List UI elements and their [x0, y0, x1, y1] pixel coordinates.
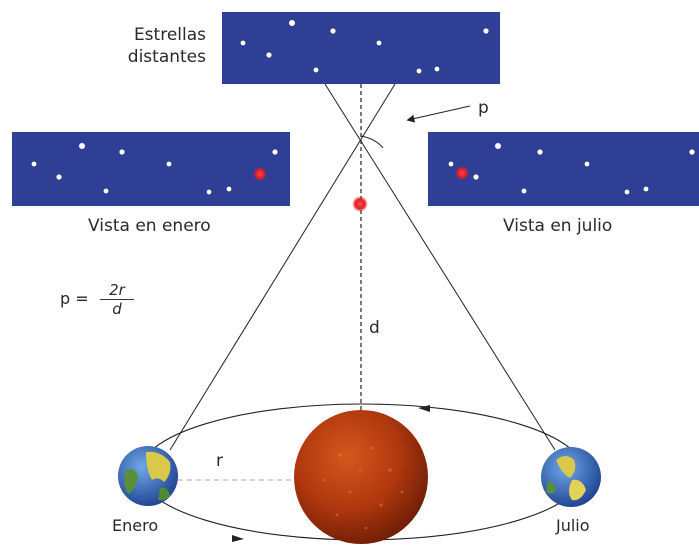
near-star-january-icon	[253, 167, 267, 181]
earth-july-icon	[541, 447, 601, 507]
earth-january-icon	[118, 446, 178, 506]
distant-stars-label: Estrellas distantes	[127, 25, 206, 67]
parallax-pointer	[406, 105, 471, 123]
orbit-arrow-bottom	[232, 535, 244, 542]
july-stars	[448, 143, 695, 195]
january-view-label: Vista en enero	[88, 216, 211, 236]
formula-denominator: d	[112, 300, 122, 318]
distant-stars	[240, 20, 489, 74]
sun-icon	[294, 410, 428, 544]
formula-numerator: 2r	[100, 281, 134, 300]
january-label: Enero	[112, 516, 159, 535]
distance-label: d	[369, 318, 380, 338]
formula-lhs: p =	[60, 289, 89, 308]
distant-stars-panel	[222, 12, 500, 84]
orbit-arrow-top	[418, 405, 430, 412]
sight-line-january	[169, 83, 396, 451]
july-view-label: Vista en julio	[503, 216, 613, 236]
january-stars	[31, 143, 278, 195]
near-star-july-icon	[455, 166, 469, 180]
formula-fraction: 2r d	[100, 281, 134, 318]
parallax-angle-arc	[360, 135, 384, 149]
january-view-panel	[12, 132, 290, 206]
radius-label: r	[216, 451, 223, 471]
july-label: Julio	[556, 516, 590, 535]
near-star-icon	[352, 196, 368, 212]
sight-line-july	[324, 83, 556, 451]
july-view-panel	[428, 132, 699, 206]
parallax-label: p	[478, 98, 489, 118]
